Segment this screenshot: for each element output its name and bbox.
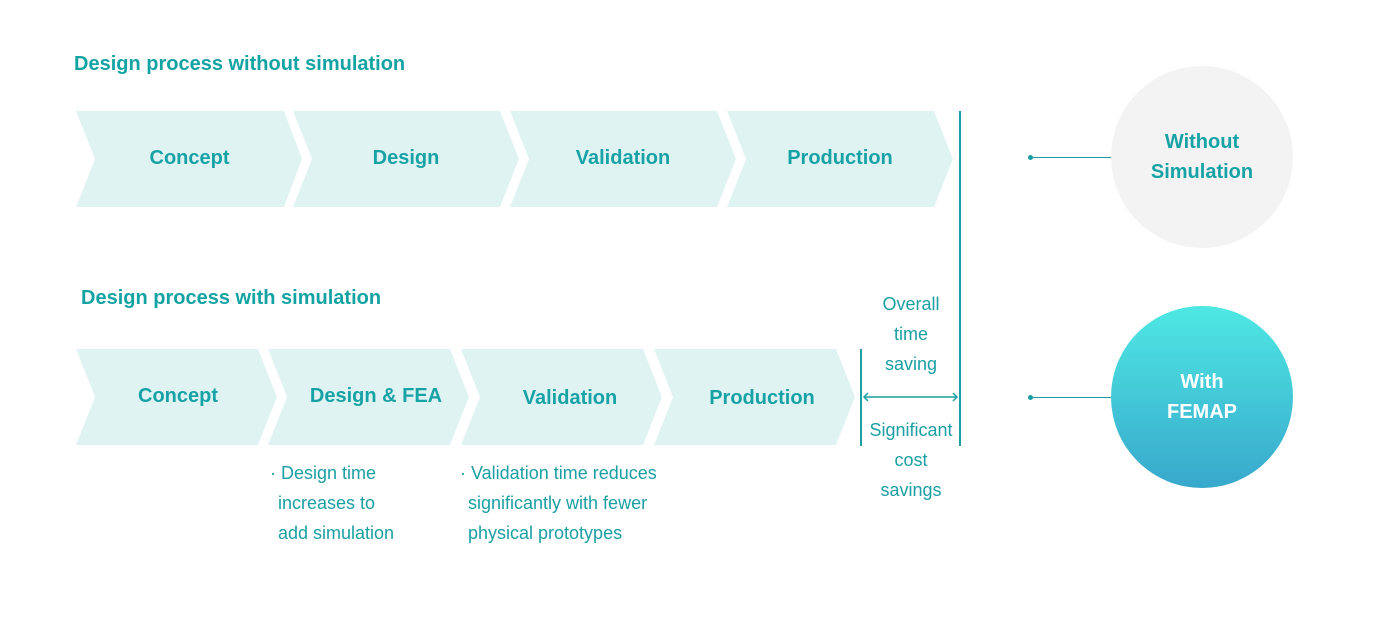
- chevron-with-concept: [76, 349, 277, 445]
- chevron-without-production: [727, 111, 953, 207]
- heading-without-simulation: Design process without simulation: [74, 53, 406, 75]
- cost-saving-line-1: Significant: [869, 420, 953, 440]
- chevron-with-production: [654, 349, 855, 445]
- chevron-without-validation: [510, 111, 736, 207]
- note-design-line-3: add simulation: [278, 523, 395, 543]
- step-label-without-concept: Concept: [149, 147, 230, 169]
- double-arrow: [862, 392, 959, 402]
- note-design-line-2: increases to: [278, 493, 376, 513]
- time-saving-line-1: Overall: [882, 294, 940, 314]
- step-label-with-production: Production: [709, 387, 815, 409]
- time-saving-line-2: time: [893, 324, 928, 344]
- significant-cost-savings: Significant cost savings: [862, 415, 960, 505]
- connector-line-with: [1030, 397, 1112, 398]
- without-circle-line-2: Simulation: [1150, 161, 1254, 183]
- chevron-without-concept: [76, 111, 302, 207]
- step-label-with-design-fea: Design & FEA: [309, 385, 443, 407]
- step-label-with-validation: Validation: [522, 387, 618, 409]
- note-validation-line-1: · Validation time reduces: [460, 463, 657, 483]
- note-design-line-1: · Design time: [270, 463, 377, 483]
- with-circle-line-1: With: [1180, 371, 1224, 393]
- cost-saving-line-3: savings: [880, 480, 942, 500]
- step-label-without-validation: Validation: [575, 147, 671, 169]
- step-label-without-design: Design: [372, 147, 440, 169]
- cost-saving-line-2: cost: [894, 450, 928, 470]
- note-validation-line-3: physical prototypes: [468, 523, 623, 543]
- note-validation-line-2: significantly with fewer: [468, 493, 648, 513]
- with-circle-line-2: FEMAP: [1167, 401, 1237, 423]
- with-femap-circle: With FEMAP: [1111, 306, 1293, 488]
- chevron-with-design-fea: [268, 349, 469, 445]
- time-saving-line-3: saving: [884, 354, 938, 374]
- heading-with-simulation: Design process with simulation: [81, 287, 382, 309]
- note-design-time: · Design time increases to add simulatio…: [270, 458, 394, 548]
- chevron-without-design: [293, 111, 519, 207]
- step-label-with-concept: Concept: [138, 385, 218, 407]
- note-validation-time: · Validation time reduces significantly …: [460, 458, 657, 548]
- end-line-without: [959, 111, 961, 446]
- end-line-with: [860, 349, 862, 446]
- connector-line-without: [1030, 157, 1112, 158]
- chevron-with-validation: [461, 349, 662, 445]
- step-label-without-production: Production: [787, 147, 893, 169]
- overall-time-saving: Overall time saving: [866, 289, 956, 379]
- without-simulation-circle: Without Simulation: [1111, 66, 1293, 248]
- without-circle-line-1: Without: [1164, 131, 1240, 153]
